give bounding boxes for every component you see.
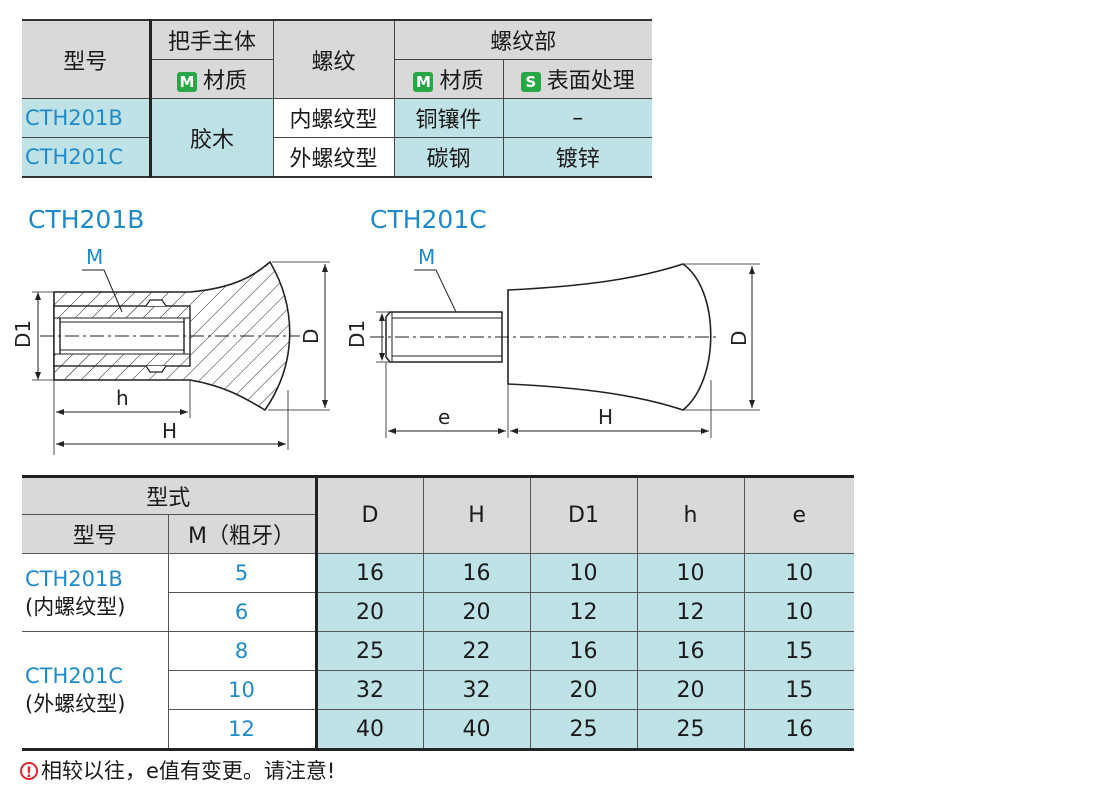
group-code-c: CTH201C [25, 664, 124, 688]
m-value: 8 [167, 631, 318, 671]
label-d-right: D [727, 331, 751, 346]
cell-h: 32 [422, 670, 531, 710]
group-cth201b: CTH201B (内螺纹型) [22, 553, 169, 632]
model-code-b: CTH201B [22, 98, 152, 138]
s-badge-icon: S [520, 72, 541, 92]
thread-type-c: 外螺纹型 [272, 137, 395, 178]
label-big-h-left: H [162, 419, 177, 443]
cell-d1: 12 [529, 592, 638, 632]
diagram-cth201b: M D1 D h H [11, 245, 330, 455]
cell-d1: 16 [529, 631, 638, 671]
change-note: !相较以往，e值有变更。请注意! [20, 755, 335, 785]
header-col-e: e [743, 476, 854, 554]
group-desc-c: (外螺纹型) [25, 692, 126, 716]
exclamation-circle-icon: ! [20, 762, 38, 781]
cell-e: 10 [743, 553, 854, 593]
header-body: 把手主体 [149, 19, 274, 60]
m-value: 10 [168, 670, 318, 710]
cell-h: 40 [422, 709, 531, 750]
dimension-table: 型式 D H D1 h e 型号 M（粗牙） CTH201B (内螺纹型) 5 … [22, 475, 854, 751]
cell-small-h: 10 [636, 553, 745, 593]
header-col-d1: D1 [529, 476, 638, 554]
table-row: CTH201B (内螺纹型) 5 16 16 10 10 10 [22, 553, 854, 632]
thread-material-b: 铜镶件 [393, 98, 504, 138]
cell-d1: 20 [529, 670, 638, 710]
cell-small-h: 25 [636, 709, 745, 750]
table-row: CTH201C (外螺纹型) 8 25 22 16 16 15 [22, 631, 854, 750]
label-d1-right: D1 [345, 320, 369, 348]
cell-e: 16 [743, 709, 854, 750]
table-row: 10 32 32 20 20 15 [22, 670, 854, 710]
m-badge-icon: M [413, 72, 434, 92]
cell-d: 32 [315, 670, 424, 710]
m-value: 6 [168, 592, 318, 632]
header-surface-label: 表面处理 [546, 69, 635, 94]
m-value: 5 [167, 553, 318, 593]
header-model: 型号 [22, 19, 152, 99]
group-cth201c: CTH201C (外螺纹型) [22, 631, 169, 750]
header-col-d: D [315, 476, 424, 554]
label-m-left: M [86, 245, 103, 269]
m-badge-icon: M [176, 72, 197, 92]
table-row: 6 20 20 12 12 10 [22, 592, 854, 632]
diagram-cth201c: M D1 D e H [345, 245, 760, 438]
header-type: 型式 [22, 476, 318, 515]
cell-small-h: 12 [636, 592, 745, 632]
cell-d: 40 [315, 709, 424, 750]
surface-b: – [502, 98, 652, 138]
group-desc-b: (内螺纹型) [25, 594, 126, 619]
note-text: 相较以往，e值有变更。请注意! [41, 759, 336, 783]
header-col-small-h: h [636, 476, 745, 554]
header-col-h: H [422, 476, 531, 554]
label-d1-left: D1 [11, 320, 35, 348]
handle-body-outline [507, 263, 712, 411]
label-d-left: D [299, 329, 323, 344]
cell-h: 20 [422, 592, 531, 632]
cell-h: 16 [422, 553, 531, 593]
cell-e: 15 [743, 670, 854, 710]
header-thread-material-label: 材质 [439, 69, 484, 94]
surface-c: 镀锌 [502, 137, 652, 178]
group-code-b: CTH201B [25, 566, 123, 591]
label-e-right: e [438, 405, 450, 429]
cell-h: 22 [422, 631, 531, 671]
diagram-title-left: CTH201B [28, 205, 145, 234]
cell-e: 10 [743, 592, 854, 632]
cell-d1: 10 [529, 553, 638, 593]
header-thread: 螺纹 [272, 19, 395, 99]
cell-d1: 25 [529, 709, 638, 750]
label-m-right: M [418, 245, 435, 269]
header-model: 型号 [22, 514, 169, 554]
diagram-title-right: CTH201C [370, 205, 487, 234]
table-row: 12 40 40 25 25 16 [22, 709, 854, 750]
model-code-c: CTH201C [22, 137, 152, 178]
thread-material-c: 碳钢 [393, 137, 504, 178]
header-material-label: 材质 [202, 69, 247, 94]
cell-e: 15 [743, 631, 854, 671]
cell-d: 25 [315, 631, 424, 671]
cell-d: 16 [315, 553, 424, 593]
label-h-left: h [116, 386, 129, 410]
cell-small-h: 16 [636, 631, 745, 671]
label-big-h-right: H [598, 405, 613, 429]
m-value: 12 [168, 709, 318, 750]
thread-type-b: 内螺纹型 [272, 98, 395, 138]
header-m-coarse: M（粗牙） [167, 514, 318, 554]
cell-d: 20 [315, 592, 424, 632]
body-material: 胶木 [149, 98, 274, 178]
header-thread-part: 螺纹部 [393, 19, 652, 60]
cell-small-h: 20 [636, 670, 745, 710]
